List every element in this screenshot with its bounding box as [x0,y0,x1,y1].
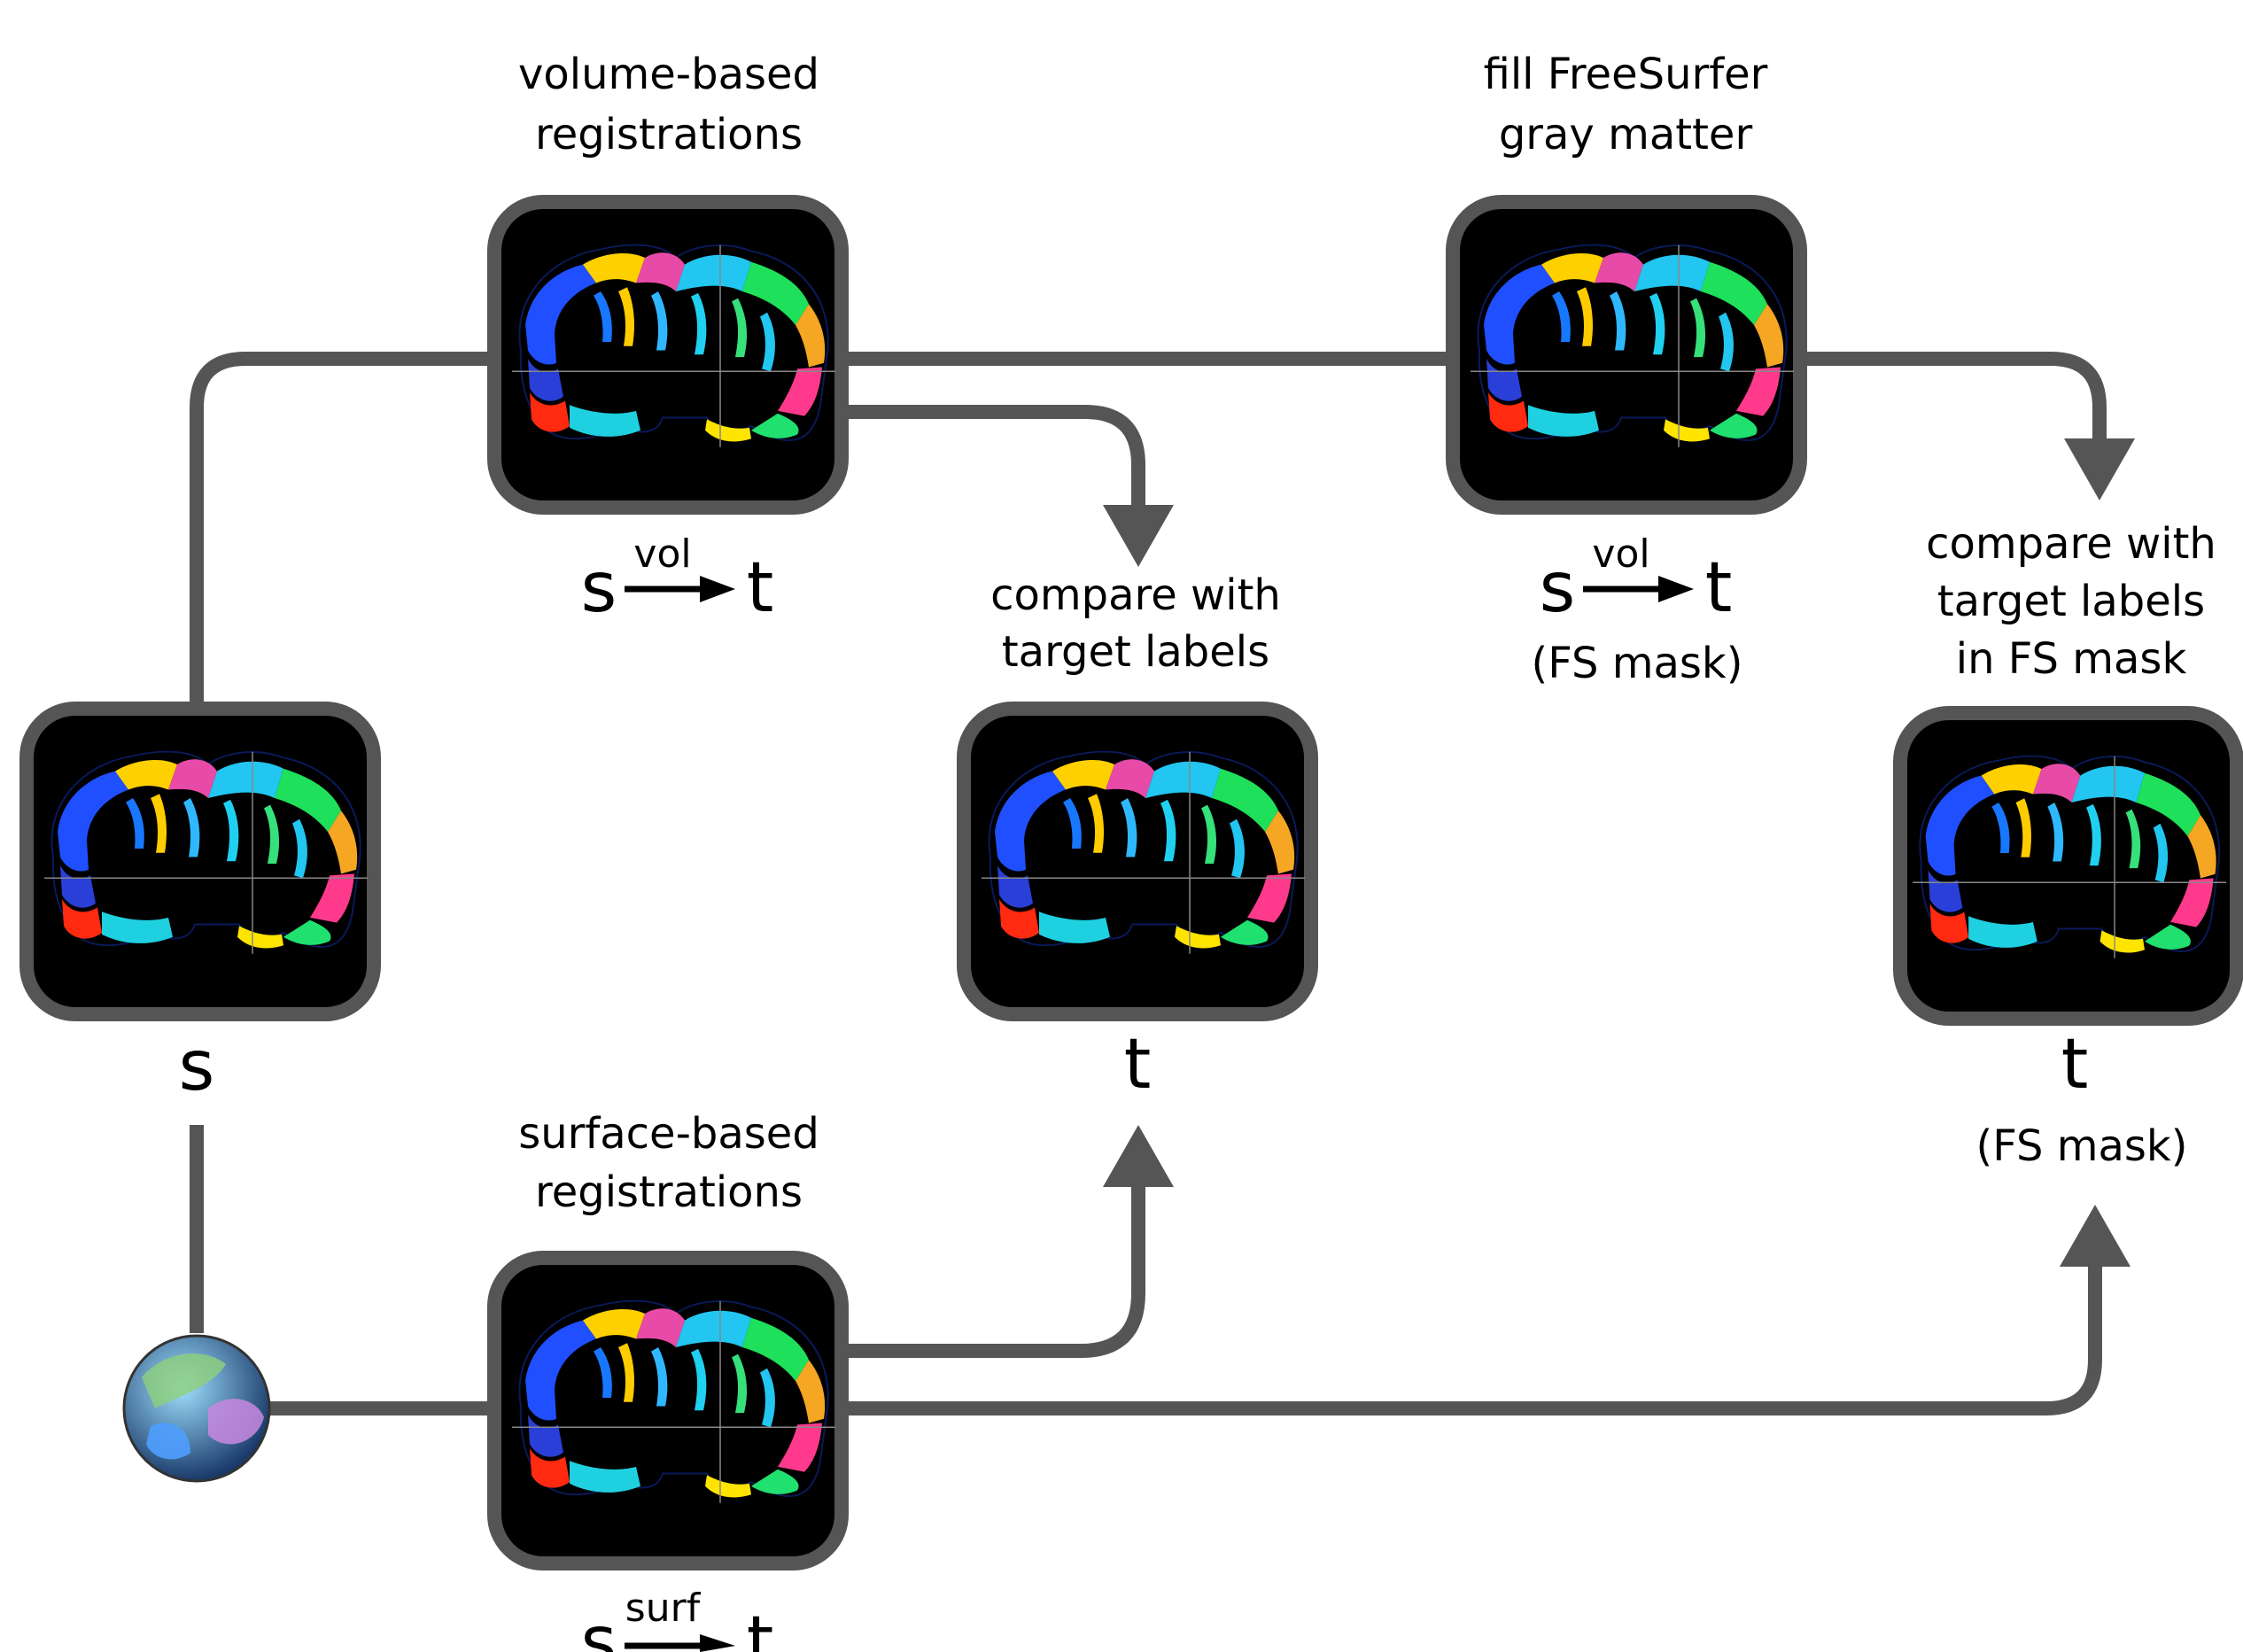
symbol-t: t [1124,1025,1152,1105]
panel-volume-registration [487,195,849,515]
notation-t: t [747,548,774,628]
notation-vol-label: vol [1592,531,1649,577]
notation-surf: s surf t [581,1586,774,1652]
caption-surface-line2: registrations [535,1167,803,1217]
notation-s: s [581,1602,617,1652]
notation-vol-1: s vol t [581,531,774,628]
caption-compare1-line2: target labels [1002,627,1269,677]
caption-compare1-line1: compare with [990,570,1281,620]
arrow-icon [700,1634,735,1652]
notation-s: s [1540,548,1576,628]
arrow-icon [1103,505,1174,567]
caption-fill-line2: gray matter [1499,110,1753,159]
caption-compare2-line2: target labels [1937,577,2205,626]
caption-compare2-line1: compare with [1926,519,2216,569]
panel-target-fs-mask [1893,706,2243,1026]
notation-vol-label: vol [633,531,691,577]
caption-volume-line1: volume-based [518,50,819,99]
symbol-t-fs: t [2061,1025,2089,1105]
caption-compare1: compare with target labels [990,570,1281,677]
arrow-icon [2064,438,2135,500]
arrow-icon [1103,1125,1174,1187]
arrow-icon [700,576,735,602]
caption-surface-line1: surface-based [518,1109,819,1159]
panel-target [957,702,1318,1021]
notation-s: s [581,548,617,628]
panel-surface-registration [487,1251,849,1571]
label-fs-mask-target: (FS mask) [1976,1121,2188,1171]
notation-surf-label: surf [625,1586,702,1631]
panel-fill-freesurfer [1446,195,1807,515]
arrow-icon [1658,576,1694,602]
caption-fill-line1: fill FreeSurfer [1484,50,1768,99]
notation-t: t [1705,548,1733,628]
caption-surface: surface-based registrations [518,1109,819,1217]
sphere-icon [122,1334,271,1483]
caption-compare2-line3: in FS mask [1956,634,2187,684]
caption-fill: fill FreeSurfer gray matter [1484,50,1768,159]
panel-source [19,702,381,1021]
caption-volume: volume-based registrations [518,50,819,159]
connector-lines [190,352,2107,1415]
notation-vol-2: s vol t (FS mask) [1532,531,1743,688]
notation-t: t [747,1602,774,1652]
caption-volume-line2: registrations [535,110,803,159]
caption-compare2: compare with target labels in FS mask [1926,519,2216,684]
label-fs-mask-notation: (FS mask) [1532,639,1743,688]
arrow-icon [2060,1205,2130,1267]
symbol-s: s [179,1027,215,1106]
